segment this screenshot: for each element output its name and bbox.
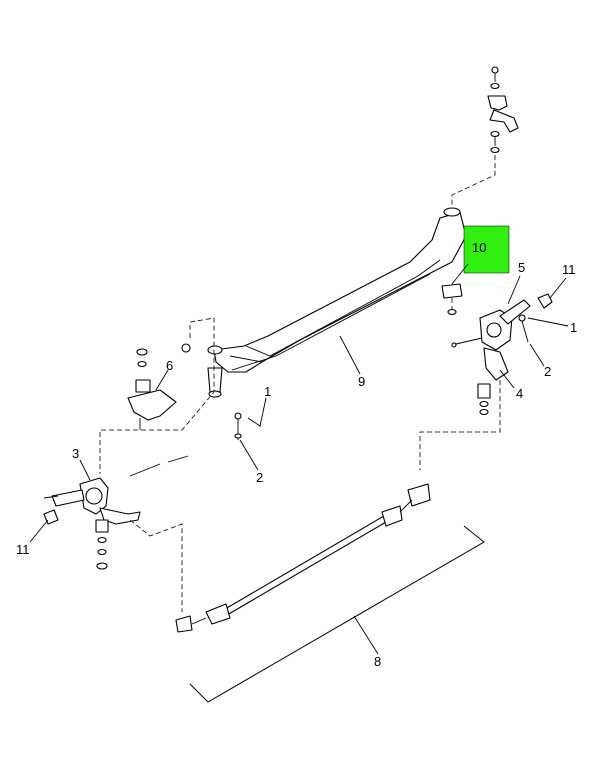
callout-9: 9	[358, 374, 365, 389]
axle-beam	[207, 207, 467, 398]
callout-2-left: 2	[256, 470, 263, 485]
callout-10: 10	[472, 240, 486, 255]
callout-1-left: 1	[264, 384, 271, 399]
left-bolts	[43, 455, 189, 499]
steering-arm-top	[487, 66, 519, 154]
callout-11-left: 11	[16, 542, 30, 557]
callout-5: 5	[518, 260, 525, 275]
right-nut	[537, 293, 553, 309]
left-steering-arm	[127, 348, 177, 430]
callout-3: 3	[72, 446, 79, 461]
callout-6: 6	[166, 358, 173, 373]
highlight-box	[463, 225, 510, 274]
right-cotter-pin	[518, 314, 529, 343]
callout-4: 4	[516, 386, 523, 401]
callout-2-right: 2	[544, 364, 551, 379]
right-steering-knuckle	[451, 299, 531, 416]
tie-rod	[175, 483, 431, 633]
callout-1-right: 1	[570, 320, 577, 335]
callout-8: 8	[374, 654, 381, 669]
tie-rod-bracket	[189, 525, 485, 703]
left-cotter-pin	[234, 412, 242, 440]
left-steering-knuckle	[51, 477, 141, 570]
callout-11-right: 11	[562, 262, 576, 277]
leader-lines	[29, 263, 569, 543]
